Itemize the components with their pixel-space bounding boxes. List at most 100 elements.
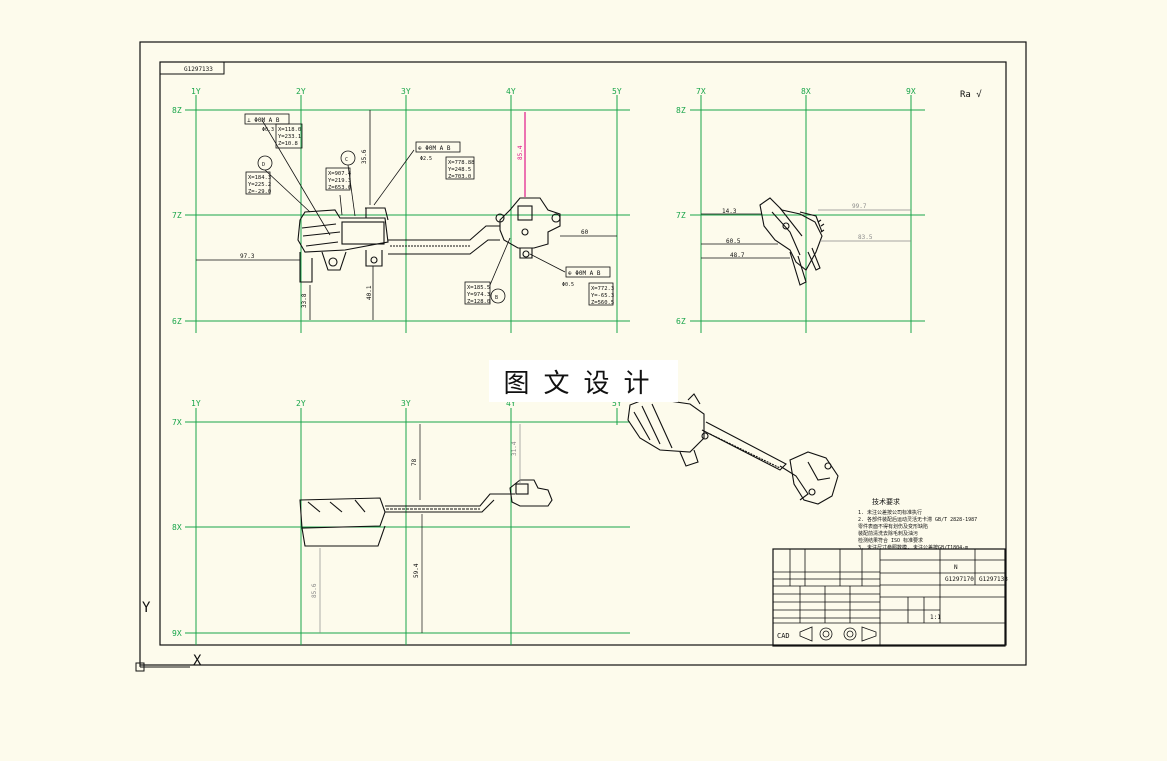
tol-frame-top: ⊥ Φ0M A B Φ0.3 bbox=[244, 113, 290, 133]
front-z-label-3: 6Z bbox=[172, 317, 182, 326]
top-y-label-5: 5Y bbox=[612, 399, 622, 408]
svg-text:⊥ Φ0M A B: ⊥ Φ0M A B bbox=[247, 117, 280, 124]
side-x-label-1: 7X bbox=[696, 87, 706, 96]
inner-frame bbox=[159, 61, 1007, 646]
front-z-label-2: 7Z bbox=[172, 211, 182, 220]
svg-text:⊕ Φ0M A B: ⊕ Φ0M A B bbox=[568, 270, 601, 277]
scale-mark: 1:1 bbox=[930, 614, 941, 621]
top-dim-1: 78 bbox=[411, 458, 418, 466]
notes-line-3: 零件表面不得有划伤及变形缺陷 bbox=[858, 523, 928, 530]
svg-text:⊕ Φ0M A B: ⊕ Φ0M A B bbox=[418, 145, 451, 152]
svg-text:X=185.5: X=185.5 bbox=[467, 285, 490, 291]
side-view-dimensions bbox=[701, 213, 790, 259]
front-dim-2: 33.8 bbox=[301, 293, 308, 308]
svg-text:Z=128.0: Z=128.0 bbox=[467, 299, 490, 305]
svg-text:Z=703.0: Z=703.0 bbox=[448, 174, 471, 180]
outer-frame bbox=[139, 41, 1027, 666]
part-number-box bbox=[159, 61, 225, 75]
side-x-label-3: 9X bbox=[906, 87, 916, 96]
notes-line-4: 装配前清洗去除毛刺及油污 bbox=[858, 530, 918, 537]
svg-text:Z=10.8: Z=10.8 bbox=[278, 141, 298, 147]
side-dim-5: 83.5 bbox=[858, 234, 873, 241]
top-x-label-3: 9X bbox=[172, 629, 182, 638]
front-y-label-1: 1Y bbox=[191, 87, 201, 96]
top-dim-2: 31.4 bbox=[511, 441, 518, 456]
datum-circle-b bbox=[490, 288, 506, 304]
svg-text:X=118.0: X=118.0 bbox=[278, 127, 301, 133]
tol-frame-right: ⊕ Φ0M A B Φ0.5 bbox=[562, 266, 611, 288]
front-z-label-1: 8Z bbox=[172, 106, 182, 115]
drawing-number-1: G1297170 bbox=[945, 576, 974, 583]
mark-n: N bbox=[954, 564, 958, 571]
svg-text:Z=653.0: Z=653.0 bbox=[328, 185, 351, 191]
side-dim-1: 14.3 bbox=[722, 208, 737, 215]
coord-box-2: X=184.3 Y=225.2 Z=-29.0 bbox=[245, 171, 271, 195]
coord-box-4: X=778.88 Y=248.5 Z=703.0 bbox=[445, 156, 475, 180]
coord-box-6: X=772.3 Y=-65.3 Z=560.5 bbox=[588, 282, 614, 306]
svg-text:X=778.88: X=778.88 bbox=[448, 160, 475, 166]
svg-text:Y=233.1: Y=233.1 bbox=[278, 134, 301, 140]
cad-logo: CAD bbox=[777, 632, 790, 640]
svg-text:X=772.3: X=772.3 bbox=[591, 286, 614, 292]
front-dim-1: 97.3 bbox=[240, 253, 255, 260]
side-view-part bbox=[759, 197, 825, 286]
notes-line-6: 3. 未注尺寸参照数模, 未注公差按GB/T1804-m bbox=[858, 544, 968, 551]
top-x-label-1: 7X bbox=[172, 418, 182, 427]
surface-roughness-mark: Ra √ bbox=[960, 89, 982, 100]
axis-y-label: Y bbox=[142, 600, 151, 616]
drawing-number-2: G1297133 bbox=[979, 576, 1008, 583]
notes-line-5: 检测结果符合 ISO 标准要求 bbox=[858, 537, 923, 544]
top-y-label-1: 1Y bbox=[191, 399, 201, 408]
top-view-grid bbox=[185, 408, 630, 645]
svg-text:Φ2.5: Φ2.5 bbox=[420, 156, 432, 162]
front-y-label-5: 5Y bbox=[612, 87, 622, 96]
svg-text:X=184.3: X=184.3 bbox=[248, 175, 271, 181]
svg-text:Y=219.3: Y=219.3 bbox=[328, 178, 351, 184]
coord-box-1: X=118.0 Y=233.1 Z=10.8 bbox=[275, 123, 303, 149]
top-view-dims-black bbox=[419, 424, 423, 633]
side-dim-3: 48.7 bbox=[730, 252, 745, 259]
tol-frame-mid: ⊕ Φ0M A B Φ2.5 bbox=[415, 141, 461, 162]
svg-text:Y=974.3: Y=974.3 bbox=[467, 292, 490, 298]
title-block bbox=[772, 548, 1006, 647]
front-view-leaders bbox=[261, 119, 566, 286]
side-x-label-2: 8X bbox=[801, 87, 811, 96]
side-z-label-3: 6Z bbox=[676, 317, 686, 326]
svg-text:Y=248.5: Y=248.5 bbox=[448, 167, 471, 173]
svg-text:Φ0.3: Φ0.3 bbox=[262, 127, 274, 133]
front-view-grid bbox=[185, 95, 630, 333]
front-y-label-3: 3Y bbox=[401, 87, 411, 96]
top-view-part bbox=[299, 479, 553, 547]
top-y-label-2: 2Y bbox=[296, 399, 306, 408]
side-dim-2: 60.5 bbox=[726, 238, 741, 245]
top-dim-4: 59.4 bbox=[413, 563, 420, 578]
watermark-label: 图文设计 bbox=[489, 360, 678, 402]
coord-box-5: X=185.5 Y=974.3 Z=128.0 bbox=[464, 281, 491, 305]
ucs-axis-icon bbox=[135, 617, 190, 672]
front-view-part bbox=[297, 197, 561, 283]
datum-c: C bbox=[345, 157, 348, 163]
front-dim-5: 85.4 bbox=[517, 145, 524, 160]
top-y-label-3: 3Y bbox=[401, 399, 411, 408]
datum-b: B bbox=[495, 295, 498, 301]
datum-d: D bbox=[262, 162, 265, 168]
side-z-label-1: 8Z bbox=[676, 106, 686, 115]
front-dim-4: 35.6 bbox=[361, 149, 368, 164]
svg-text:Φ0.5: Φ0.5 bbox=[562, 282, 574, 288]
front-view-dimensions bbox=[196, 110, 617, 320]
coord-box-3: X=907.4 Y=219.3 Z=653.0 bbox=[325, 167, 352, 191]
side-dim-4: 99.7 bbox=[852, 203, 867, 210]
top-y-label-4: 4Y bbox=[506, 399, 516, 408]
svg-text:Z=-29.0: Z=-29.0 bbox=[248, 189, 271, 195]
top-x-label-2: 8X bbox=[172, 523, 182, 532]
svg-text:Z=560.5: Z=560.5 bbox=[591, 300, 614, 306]
top-dim-3: 85.6 bbox=[311, 583, 318, 598]
front-y-label-4: 4Y bbox=[506, 87, 516, 96]
datum-circle-c bbox=[340, 150, 356, 166]
side-z-label-2: 7Z bbox=[676, 211, 686, 220]
projection-symbols bbox=[799, 626, 877, 642]
svg-text:Y=225.2: Y=225.2 bbox=[248, 182, 271, 188]
isometric-view-part bbox=[627, 387, 839, 505]
top-view-dims-gray bbox=[319, 424, 521, 633]
